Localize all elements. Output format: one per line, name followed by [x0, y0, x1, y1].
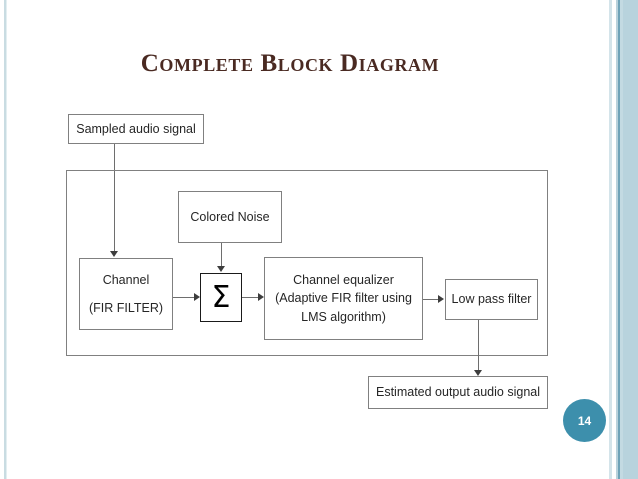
- left-edge-stripe-inner: [6, 0, 7, 479]
- block-low-pass-filter: Low pass filter: [445, 279, 538, 320]
- arrowhead-equalizer-to-lpf: [438, 295, 444, 303]
- block-summation: Σ: [200, 273, 242, 322]
- block-label-line-1: Channel: [102, 273, 150, 288]
- block-label-line-2: (FIR FILTER): [88, 300, 164, 315]
- left-edge-stripe: [4, 0, 6, 479]
- connector-noise-to-sum: [221, 243, 222, 267]
- connector-sampled-to-channel: [114, 144, 115, 252]
- block-label-line-1: Channel equalizer: [293, 273, 394, 288]
- block-label-line-2: (Adaptive FIR filter using: [275, 291, 412, 306]
- arrowhead-noise-to-sum: [217, 266, 225, 272]
- connector-lpf-to-output: [478, 320, 479, 372]
- right-edge-stripe-1: [609, 0, 612, 479]
- right-edge-stripe-2: [613, 0, 616, 479]
- page-number-badge: 14: [563, 399, 606, 442]
- block-channel: Channel (FIR FILTER): [79, 258, 173, 330]
- right-edge-stripe-5: [620, 0, 623, 479]
- block-label-line-3: LMS algorithm): [301, 309, 386, 324]
- arrowhead-lpf-to-output: [474, 370, 482, 376]
- right-edge-stripe-3: [616, 0, 618, 479]
- connector-sum-to-equalizer: [242, 297, 259, 298]
- connector-channel-to-sum: [173, 297, 195, 298]
- page-title: Complete Block Diagram: [140, 50, 440, 77]
- block-label: Sampled audio signal: [76, 121, 196, 136]
- right-edge-stripe-4: [618, 0, 620, 479]
- block-label: Estimated output audio signal: [376, 385, 540, 400]
- right-edge-stripe-6: [623, 0, 638, 479]
- block-colored-noise: Colored Noise: [178, 191, 282, 243]
- arrowhead-sum-to-equalizer: [258, 293, 264, 301]
- arrowhead-channel-to-sum: [194, 293, 200, 301]
- arrowhead-sampled-to-channel: [110, 251, 118, 257]
- block-label: Low pass filter: [451, 292, 532, 307]
- block-estimated-output: Estimated output audio signal: [368, 376, 548, 409]
- connector-equalizer-to-lpf: [423, 299, 439, 300]
- sigma-icon: Σ: [211, 279, 231, 315]
- page-number-label: 14: [577, 413, 592, 428]
- system-boundary-frame: [66, 170, 548, 356]
- block-channel-equalizer: Channel equalizer (Adaptive FIR filter u…: [264, 257, 423, 340]
- block-sampled-audio-signal: Sampled audio signal: [68, 114, 204, 144]
- block-label: Colored Noise: [190, 209, 270, 224]
